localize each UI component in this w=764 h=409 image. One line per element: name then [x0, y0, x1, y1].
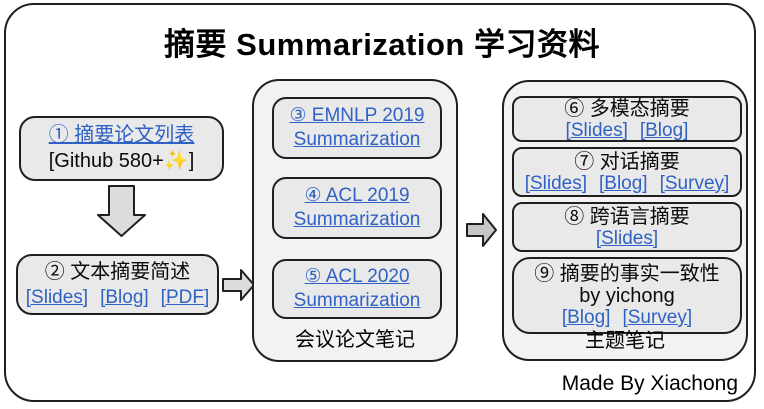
- intro-links: [Slides] [Blog] [PDF]: [26, 286, 209, 309]
- node-dialogue-summarization: ⑦ 对话摘要 [Slides] [Blog] [Survey]: [512, 147, 742, 197]
- dialogue-survey-link[interactable]: [Survey]: [659, 172, 730, 194]
- acl-2020-summarization-link[interactable]: ⑤ ACL 2020 Summarization: [272, 259, 442, 319]
- acl-2020-line2: Summarization: [293, 290, 421, 311]
- down-arrow-icon: [97, 185, 146, 237]
- factuality-survey-link[interactable]: [Survey]: [622, 307, 693, 328]
- intro-pdf-link[interactable]: [PDF]: [160, 287, 210, 308]
- dialogue-links: [Slides] [Blog] [Survey]: [525, 173, 730, 194]
- paper-list-link[interactable]: ① 摘要论文列表: [48, 124, 195, 146]
- paper-list-github-label: [Github 580+✨]: [48, 150, 195, 172]
- topic-notes-label: 主题笔记: [585, 330, 665, 352]
- dialogue-title: ⑦ 对话摘要: [574, 150, 680, 173]
- intro-slides-link[interactable]: [Slides]: [25, 287, 89, 308]
- factuality-links: [Blog] [Survey]: [562, 307, 692, 328]
- emnlp-2019-line1: ③ EMNLP 2019: [289, 105, 425, 126]
- node-crosslingual-summarization: ⑧ 跨语言摘要 [Slides]: [512, 202, 742, 252]
- node-text-summary-intro: ② 文本摘要简述 [Slides] [Blog] [PDF]: [16, 254, 219, 315]
- topic-notes-group: ⑥ 多模态摘要 [Slides] [Blog] ⑦ 对话摘要 [Slides] …: [502, 80, 748, 361]
- right-arrow-icon: [466, 213, 497, 247]
- crosslingual-title: ⑧ 跨语言摘要: [564, 205, 690, 228]
- multimodal-links: [Slides] [Blog]: [566, 120, 689, 141]
- intro-blog-link[interactable]: [Blog]: [100, 287, 149, 308]
- node-factual-consistency: ⑨ 摘要的事实一致性 by yichong [Blog] [Survey]: [512, 257, 742, 334]
- page-title: 摘要 Summarization 学习资料: [164, 27, 600, 62]
- intro-title: ② 文本摘要简述: [44, 261, 191, 283]
- dialogue-slides-link[interactable]: [Slides]: [524, 172, 587, 194]
- credit-text: Made By Xiachong: [561, 372, 738, 395]
- node-multimodal-summarization: ⑥ 多模态摘要 [Slides] [Blog]: [512, 96, 742, 142]
- acl-2019-line2: Summarization: [293, 209, 421, 230]
- conference-notes-label: 会议论文笔记: [295, 329, 415, 351]
- emnlp-2019-summarization-link[interactable]: ③ EMNLP 2019 Summarization: [272, 97, 442, 159]
- conference-notes-group: ③ EMNLP 2019 Summarization ④ ACL 2019 Su…: [252, 79, 458, 362]
- multimodal-blog-link[interactable]: [Blog]: [639, 119, 689, 141]
- crosslingual-links: [Slides]: [596, 228, 658, 249]
- acl-2020-line1: ⑤ ACL 2020: [304, 266, 410, 287]
- acl-2019-summarization-link[interactable]: ④ ACL 2019 Summarization: [272, 177, 442, 239]
- dialogue-blog-link[interactable]: [Blog]: [599, 172, 648, 194]
- factuality-title: ⑨ 摘要的事实一致性: [534, 263, 720, 285]
- acl-2019-line1: ④ ACL 2019: [304, 185, 410, 206]
- multimodal-title: ⑥ 多模态摘要: [564, 97, 690, 120]
- emnlp-2019-line2: Summarization: [293, 129, 421, 150]
- multimodal-slides-link[interactable]: [Slides]: [565, 119, 628, 141]
- node-summary-paper-list: ① 摘要论文列表 [Github 580+✨]: [19, 116, 224, 181]
- factuality-blog-link[interactable]: [Blog]: [561, 307, 611, 328]
- crosslingual-slides-link[interactable]: [Slides]: [595, 227, 659, 249]
- right-arrow-icon: [222, 269, 255, 301]
- factuality-author: by yichong: [579, 285, 675, 307]
